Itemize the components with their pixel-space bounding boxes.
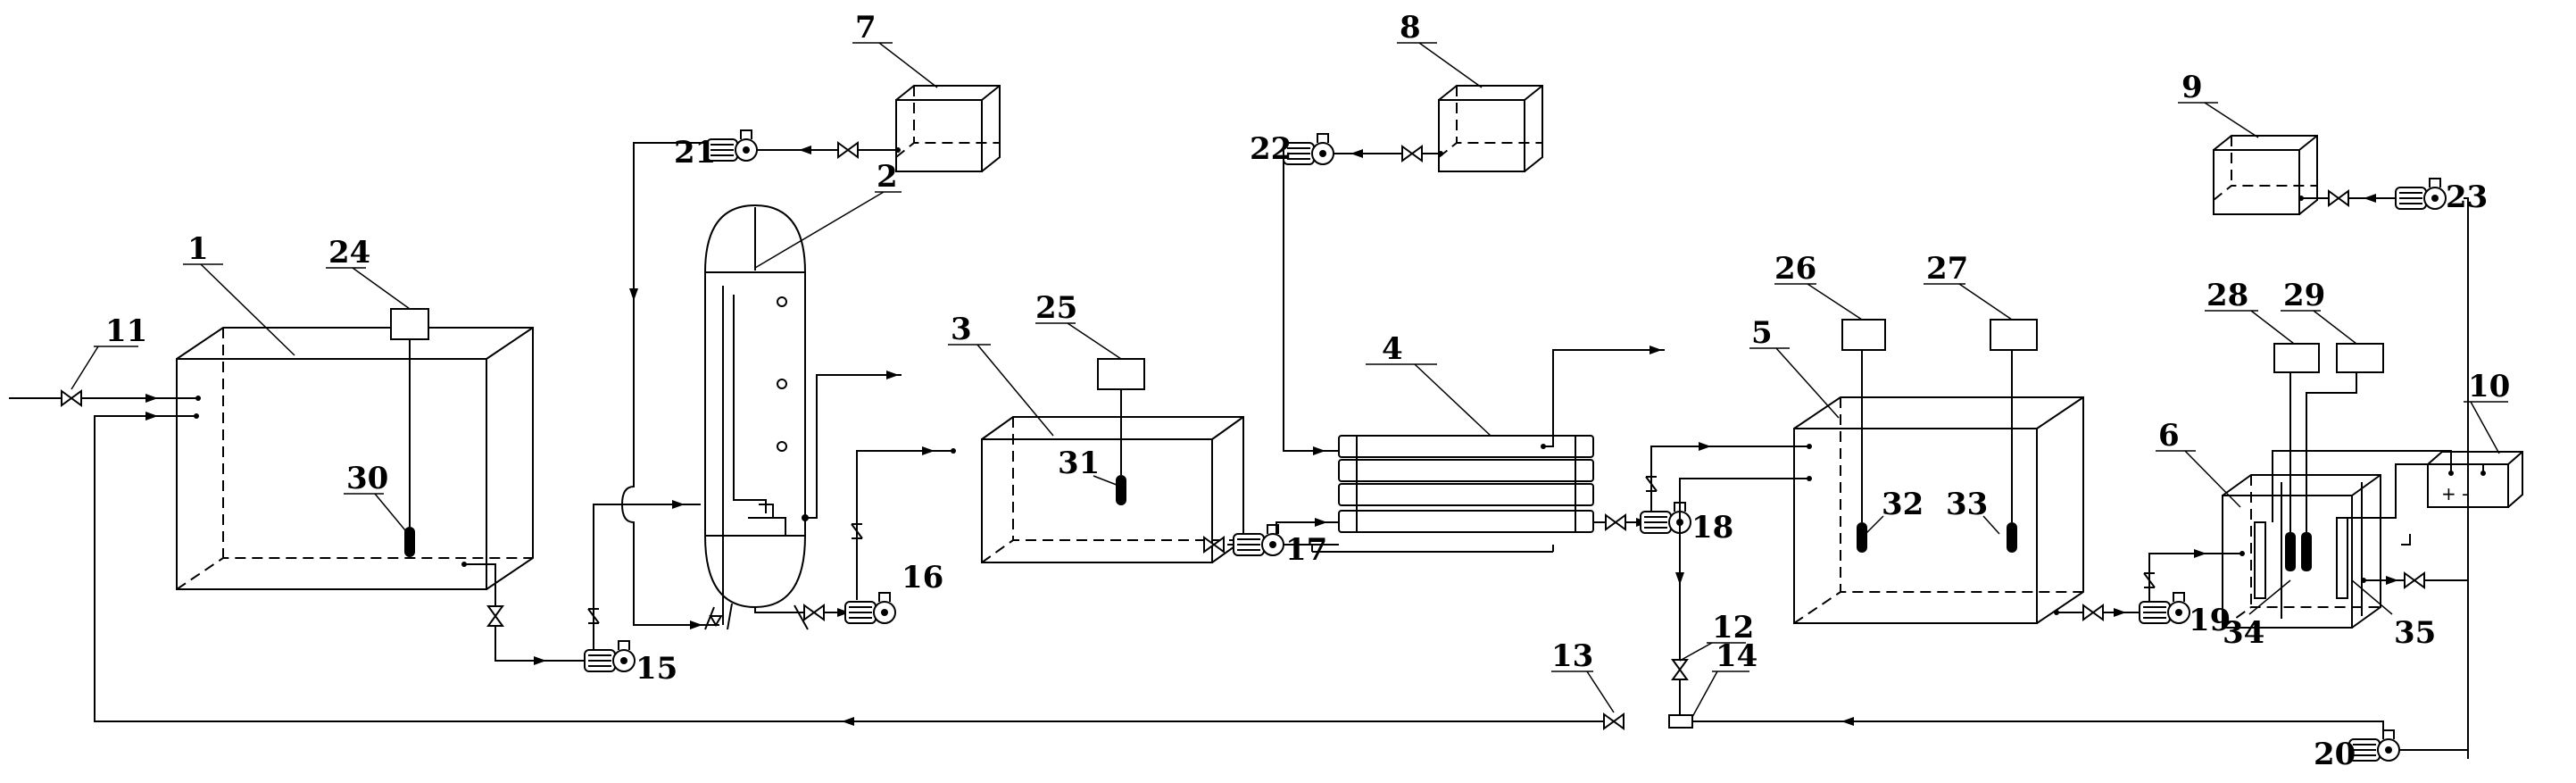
tank-1 [176,327,534,590]
label-14: 14 [1716,638,1757,674]
valve-11 [61,390,82,406]
label-34: 34 [2223,615,2264,651]
label-12: 12 [1712,610,1754,646]
label-1: 1 [187,231,209,267]
reactor-2 [704,204,809,630]
label-31: 31 [1058,446,1100,481]
label-11: 11 [105,313,147,349]
label-2: 2 [877,159,898,195]
label-33: 33 [1946,487,1988,522]
label-6: 6 [2158,418,2180,454]
pump-15 [584,640,636,672]
label-20: 20 [2314,737,2356,772]
label-18: 18 [1691,510,1733,546]
probe-32 [1857,522,1867,553]
instrument-25 [1097,358,1145,390]
pump-23 [2395,178,2447,210]
tank-5 [1793,396,2084,624]
valve-13 [1603,713,1625,729]
label-26: 26 [1774,251,1816,287]
label-10: 10 [2468,369,2510,404]
label-28: 28 [2206,278,2248,313]
label-3: 3 [951,312,972,347]
label-25: 25 [1035,290,1077,326]
tank-3 [981,416,1244,563]
instrument-26 [1841,319,1886,351]
probe-31 [1116,475,1126,505]
label-13: 13 [1551,638,1593,674]
label-7: 7 [855,10,877,46]
tank-7 [895,85,1001,172]
pump-19 [2139,592,2190,624]
label-16: 16 [902,560,943,596]
tank-9 [2213,135,2318,215]
label-8: 8 [1400,10,1421,46]
label-17: 17 [1285,532,1327,568]
label-32: 32 [1882,487,1924,522]
membrane-unit-4 [1311,435,1594,553]
tee-14 [1668,714,1693,729]
label-5: 5 [1751,315,1773,351]
label-15: 15 [636,651,677,687]
probe-33 [2007,522,2017,553]
tank-8 [1438,85,1543,172]
pump-20 [2348,729,2400,762]
power-polarity: + - [2441,483,2468,504]
instrument-28 [2273,343,2320,373]
label-24: 24 [328,235,370,271]
valve-12 [1672,659,1688,680]
label-19: 19 [2189,603,2231,638]
instrument-24 [390,308,429,340]
instrument-27 [1990,319,2038,351]
label-4: 4 [1382,331,1403,367]
return-pipe [94,415,1607,722]
label-30: 30 [346,461,388,496]
instrument-29 [2336,343,2384,373]
label-9: 9 [2181,70,2203,105]
label-29: 29 [2283,278,2325,313]
label-22: 22 [1250,131,1292,167]
pump-16 [844,592,896,624]
pump-18 [1640,502,1691,534]
label-35: 35 [2394,615,2436,651]
electrolytic-cell-6 [2222,474,2381,629]
power-supply-10: + - [2427,451,2523,508]
label-21: 21 [674,135,716,171]
leader-1 [200,263,295,356]
label-27: 27 [1926,251,1968,287]
